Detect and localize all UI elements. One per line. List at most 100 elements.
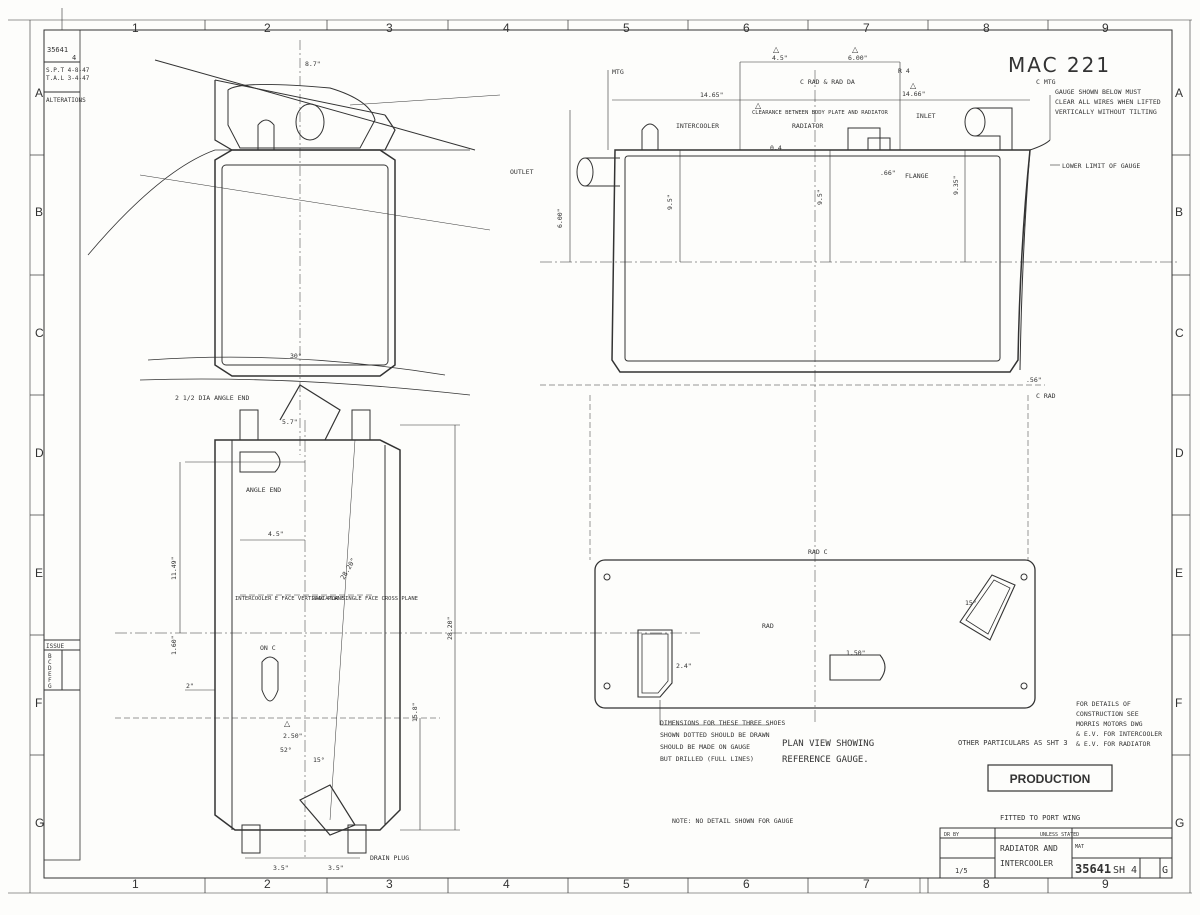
grid-col-1-top: 1 <box>132 21 139 35</box>
dim-15-deg-gauge: 15° <box>965 599 977 607</box>
scale: 1/5 <box>955 867 968 875</box>
label-drain-plug: DRAIN PLUG <box>370 854 409 862</box>
grid-row-a-left: A <box>35 86 43 100</box>
grid-col-7-bottom: 7 <box>863 877 870 891</box>
dimensions-note-4: BUT DRILLED (FULL LINES) <box>660 755 754 763</box>
dim-30-deg: 30° <box>290 352 302 360</box>
sheet-number: SH 4 <box>1113 865 1137 876</box>
production-stamp: PRODUCTION <box>1010 772 1091 786</box>
gauge-note-1: GAUGE SHOWN BELOW MUST <box>1055 88 1141 96</box>
delta-icon: △ <box>284 719 291 728</box>
grid-col-5-top: 5 <box>623 21 630 35</box>
drawing-number: 35641 <box>1075 862 1111 876</box>
grid-row-b-left: B <box>35 205 43 219</box>
plan-caption: PLAN VIEW SHOWING REFERENCE GAUGE. <box>782 739 874 765</box>
dim-2-50: 2.50" <box>283 732 303 740</box>
gauge-note-2: CLEAR ALL WIRES WHEN LIFTED <box>1055 98 1161 106</box>
dim-1-50: 1.50" <box>846 649 866 657</box>
grid-row-c-left: C <box>35 326 44 340</box>
label-ref-rad: C RAD & RAD DA <box>800 78 855 86</box>
drawn-label: DR BY <box>944 832 959 838</box>
side-issue-b: B <box>48 653 52 660</box>
dim-9-35: 9.35" <box>952 175 960 195</box>
label-intercooler: INTERCOOLER <box>676 122 719 130</box>
side-drawing-number: 35641 <box>47 46 68 54</box>
dim-2: 2" <box>186 682 194 690</box>
label-radiator: RADIATOR <box>792 122 823 130</box>
dim-14-66: 14.66" <box>902 90 925 98</box>
grid-col-2-top: 2 <box>264 21 271 35</box>
dim-5-7: 5.7" <box>282 418 298 426</box>
grid-col-9-bottom: 9 <box>1102 877 1109 891</box>
side-date-1: S.P.T 4-8-47 <box>46 67 90 74</box>
label-mtg: MTG <box>612 68 624 76</box>
lower-limit-note: LOWER LIMIT OF GAUGE <box>1062 162 1140 170</box>
delta-icon: △ <box>852 45 859 54</box>
side-issue-label: ISSUE <box>46 643 64 650</box>
front-elevation-view <box>540 61 1180 725</box>
grid-col-1-bottom: 1 <box>132 877 139 891</box>
dimensions-note-2: SHOWN DOTTED SHOULD BE DRAWN <box>660 731 770 739</box>
dim-8-7: 8.7" <box>305 60 321 68</box>
label-inlet: INLET <box>916 112 936 120</box>
construction-note-5: & E.V. FOR RADIATOR <box>1076 740 1150 748</box>
title-line-1: RADIATOR AND <box>1000 844 1058 853</box>
dimensions-note-3: SHOULD BE MADE ON GAUGE <box>660 743 750 751</box>
issue-letter: G <box>1162 865 1168 876</box>
fitted-note: FITTED TO PORT WING <box>1000 814 1080 822</box>
side-issue-d: D <box>48 665 52 672</box>
grid-row-f-right: F <box>1175 696 1182 710</box>
outer-frame <box>43 29 1173 879</box>
dim-2-4: 2.4" <box>676 662 692 670</box>
tolerance-note: UNLESS STATED <box>1040 832 1079 838</box>
label-c-mtg: C MTG <box>1036 78 1056 86</box>
dim-0-4: 0.4 <box>770 144 782 152</box>
side-elevation-view <box>87 40 501 455</box>
dim-3-5-b: 3.5" <box>328 864 344 872</box>
grid-col-8-top: 8 <box>983 21 990 35</box>
side-date-2: T.A.L 3-4-47 <box>46 75 90 82</box>
label-c-rad: C RAD <box>1036 392 1056 400</box>
dim-1-60: 1.60" <box>170 635 178 655</box>
dim-56: .56" <box>1026 376 1042 384</box>
title-block-text: FITTED TO PORT WING UNLESS STATED DR BY … <box>944 814 1168 876</box>
material-label: MAT <box>1075 844 1084 850</box>
drawing-handwritten-id: MAC 221 <box>1008 53 1111 77</box>
dim-52-deg: 52° <box>280 746 292 754</box>
grid-col-5-bottom: 5 <box>623 877 630 891</box>
grid-col-4-top: 4 <box>503 21 510 35</box>
dim-6-00-b: 6.00" <box>556 208 564 228</box>
dim-4-5-top: 4.5" <box>772 54 788 62</box>
side-issue-g: G <box>48 683 52 690</box>
dim-6-00: 6.00" <box>848 54 868 62</box>
production-stamp-box <box>987 764 1113 792</box>
dim-4-5-plan: 4.5" <box>268 530 284 538</box>
dim-9-5-a: 9.5" <box>666 194 674 210</box>
reference-gauge <box>594 559 1036 726</box>
construction-note-3: MORRIS MOTORS DWG <box>1076 720 1143 728</box>
grid-col-8-bottom: 8 <box>983 877 990 891</box>
label-intercooler-sect: INTERCOOLER E FACE VERTICAL PLANE <box>235 596 344 602</box>
delta-icon: △ <box>910 81 917 90</box>
label-rad-c: RAD C <box>808 548 828 556</box>
dim-15-8: 15.8" <box>411 702 419 722</box>
label-radiator-sect: RADIATOR SINGLE FACE CROSS PLANE <box>312 596 418 602</box>
grid-row-f-left: F <box>35 696 42 710</box>
other-particulars-note: OTHER PARTICULARS AS SHT 3 <box>958 739 1068 747</box>
dim-28-20: 28.20" <box>446 617 454 640</box>
grid-row-a-right: A <box>1175 86 1183 100</box>
dim-9-5-b: 9.5" <box>816 189 824 205</box>
construction-note-4: & E.V. FOR INTERCOOLER <box>1076 730 1162 738</box>
dim-14-65: 14.65" <box>700 91 723 99</box>
bottom-note: NOTE: NO DETAIL SHOWN FOR GAUGE <box>672 817 793 825</box>
side-block-text: 35641 4 S.P.T 4-8-47 T.A.L 3-4-47 ALTERA… <box>46 46 90 690</box>
grid-col-3-top: 3 <box>386 21 393 35</box>
title-block <box>919 827 1173 893</box>
grid-row-g-right: G <box>1175 816 1184 830</box>
side-alterations-label: ALTERATIONS <box>46 97 86 104</box>
dimensions-note-1: DIMENSIONS FOR THESE THREE SHOES <box>660 719 785 727</box>
dim-15-deg: 15° <box>313 756 325 764</box>
delta-icon: △ <box>773 45 780 54</box>
